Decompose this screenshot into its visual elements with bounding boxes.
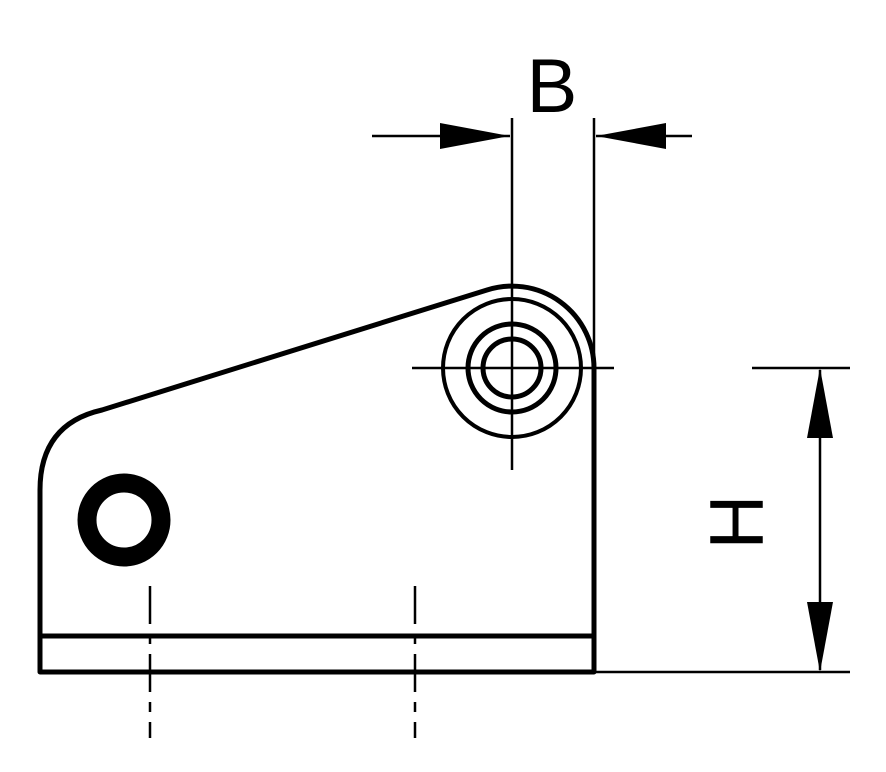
h-arrowhead-bottom	[807, 602, 833, 672]
part-outline	[37, 283, 597, 675]
b-arrowhead-right	[596, 123, 666, 149]
mounting-hole-ring	[77, 473, 171, 567]
dimension-label-b: B	[527, 44, 578, 129]
b-arrowhead-left	[440, 123, 510, 149]
h-arrowhead-top	[807, 368, 833, 438]
dimension-label-h: H	[695, 495, 780, 550]
